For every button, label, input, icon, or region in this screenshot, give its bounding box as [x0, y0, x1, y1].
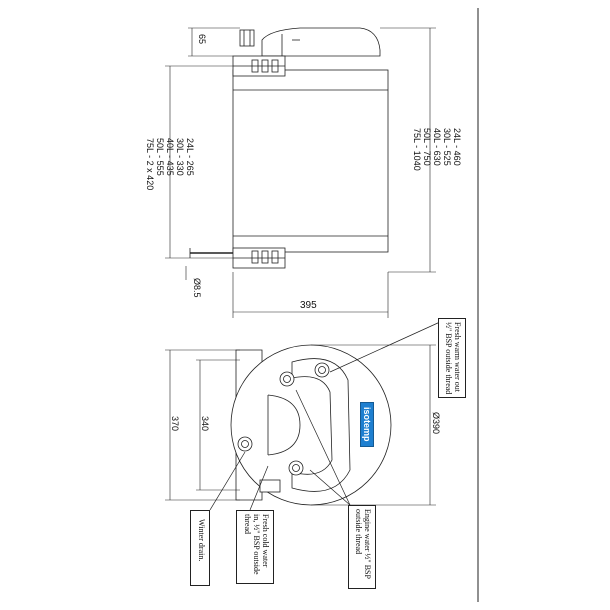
dim-length-main-3: 40L - 630 [432, 128, 442, 166]
dim-length-mount-2: 30L - 330 [175, 138, 185, 176]
dim-length-main-2: 30L - 525 [442, 128, 452, 166]
dim-length-main-5: 75L - 1040 [412, 128, 422, 171]
side-view [189, 27, 389, 269]
callout-fresh-cold-line3: thread [243, 514, 252, 534]
dim-width: 395 [300, 300, 317, 311]
fitting-left-bottom [237, 436, 253, 452]
dim-length-mount-1: 24L - 265 [185, 138, 195, 176]
callout-fresh-warm-line2: ½" BSP outside thread [444, 322, 453, 395]
callout-winter-drain-line1: Winter drain. [197, 519, 206, 562]
dim-length-main-1: 24L - 460 [452, 128, 462, 166]
top-fittings [239, 29, 255, 47]
dim-length-mount-list: 24L - 265 30L - 330 40L - 435 50L - 555 … [145, 138, 195, 190]
callout-winter-drain: Winter drain. [190, 510, 210, 586]
dim-length-mount-5: 75L - 2 x 420 [145, 138, 155, 191]
dim-diameter: Ø390 [431, 412, 441, 435]
dim-top-height: 65 [197, 34, 207, 45]
callout-fresh-cold-line1: Fresh cold water [261, 514, 270, 568]
dim-length-mount-4: 50L - 555 [155, 138, 165, 176]
fitting-top [314, 362, 330, 378]
isotemp-logo: isotemp [360, 402, 374, 447]
callout-engine-water: Engine water ½" BSP outside thread [348, 505, 376, 589]
dim-length-mount-3: 40L - 435 [165, 138, 175, 176]
callout-engine-line2: outside thread [354, 509, 363, 555]
fitting-bottom [288, 460, 304, 476]
leader-lines [209, 321, 441, 511]
dim-height-370: 370 [170, 416, 180, 432]
inner-channel [291, 358, 351, 492]
callout-fresh-cold-line2: in, ½" BSP outside [252, 514, 261, 575]
end-view [230, 344, 392, 506]
drain-fitting [259, 479, 281, 493]
dim-pipe-diameter: Ø8.5 [192, 278, 202, 298]
dim-height-340: 340 [200, 416, 210, 432]
side-view-dimensions [165, 27, 436, 318]
tank-body [232, 69, 389, 253]
fitting-left-top [279, 371, 295, 387]
dim-length-main-list: 24L - 460 30L - 525 40L - 630 50L - 750 … [412, 128, 462, 171]
callout-fresh-warm-water-out: Fresh warm water out ½" BSP outside thre… [438, 318, 466, 398]
callout-engine-line1: Engine water ½" BSP [363, 509, 372, 579]
callout-fresh-cold-water-in: Fresh cold water in, ½" BSP outside thre… [236, 510, 274, 584]
end-view-dimensions [165, 344, 436, 506]
callout-fresh-warm-line1: Fresh warm water out [453, 322, 462, 392]
dim-length-main-4: 50L - 750 [422, 128, 432, 166]
tank-top-cap [261, 27, 381, 57]
